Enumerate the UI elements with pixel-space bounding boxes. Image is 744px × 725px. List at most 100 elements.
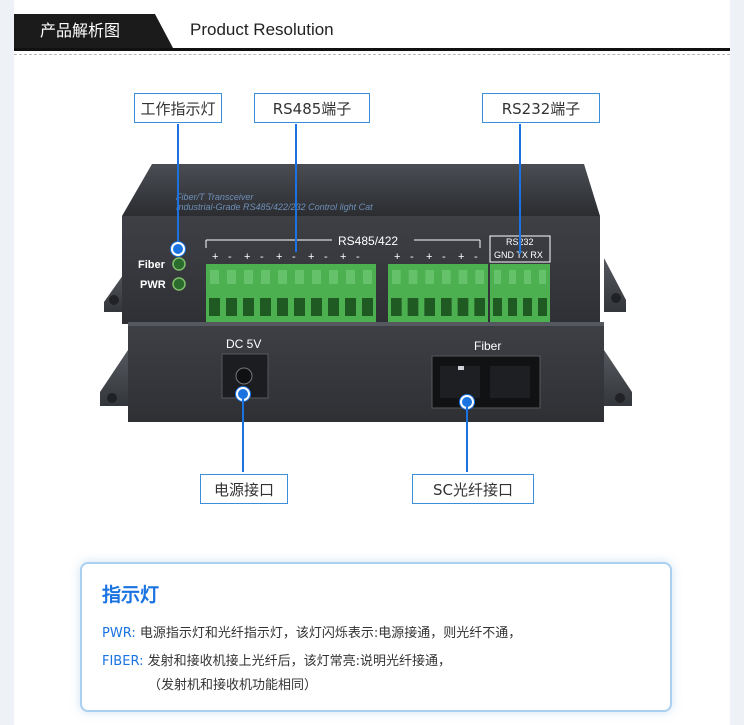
terminal-socket — [424, 298, 435, 316]
terminal-screw — [210, 270, 219, 284]
callout-line-rs232 — [519, 124, 521, 254]
device-illustration: Fiber/T Transceiver Industrial-Grade RS4… — [100, 164, 632, 422]
terminal-socket — [226, 298, 237, 316]
terminal-screw — [244, 270, 253, 284]
callout-work-indicator: 工作指示灯 — [134, 93, 222, 123]
terminal-socket — [391, 298, 402, 316]
polarity-mark: + — [426, 251, 432, 263]
callout-line-fiber — [466, 406, 468, 472]
callout-rs485-port: RS485端子 — [254, 93, 370, 123]
terminal-screw — [475, 270, 484, 284]
polarity-mark: - — [474, 251, 478, 263]
terminal-socket — [345, 298, 356, 316]
info-pwr-line: PWR: 电源指示灯和光纤指示灯，该灯闪烁表示:电源接通，则光纤不通， — [102, 622, 521, 641]
polarity-mark: - — [442, 251, 446, 263]
callout-dot-indicator — [171, 242, 185, 256]
terminal-screw — [363, 270, 372, 284]
terminal-screw — [524, 270, 531, 284]
polarity-mark: - — [260, 251, 264, 263]
callout-line-indicator — [177, 124, 179, 248]
mount-bracket-right-lower — [604, 350, 632, 406]
terminal-socket — [493, 298, 502, 316]
terminal-screw — [494, 270, 501, 284]
polarity-marks: +-+-+-+-+-+-+-+- — [212, 251, 478, 263]
bracket-hole — [109, 295, 119, 305]
polarity-mark: + — [212, 251, 218, 263]
terminal-socket — [294, 298, 305, 316]
led-pwr-label: PWR — [140, 279, 166, 291]
led-fiber — [172, 257, 186, 271]
dc-label: DC 5V — [226, 337, 261, 351]
polarity-mark: - — [228, 251, 232, 263]
info-fiber-key: FIBER: — [102, 654, 144, 669]
header-rule — [14, 48, 730, 51]
callout-line-power — [242, 398, 244, 472]
terminal-socket — [441, 298, 452, 316]
info-note: （发射机和接收机功能相同） — [148, 678, 318, 693]
dc-jack-hole — [235, 367, 253, 385]
terminal-screws — [209, 270, 547, 316]
header-dashed-rule — [14, 54, 730, 55]
polarity-mark: - — [292, 251, 296, 263]
polarity-mark: - — [356, 251, 360, 263]
callout-line-rs485 — [295, 124, 297, 252]
polarity-mark: + — [394, 251, 400, 263]
terminal-socket — [260, 298, 271, 316]
fiber-port-label: Fiber — [474, 339, 501, 353]
terminal-screw — [392, 270, 401, 284]
terminal-block-rs485-b — [388, 264, 488, 322]
terminal-socket — [209, 298, 220, 316]
info-fiber-line: FIBER: 发射和接收机接上光纤后，该灯常亮:说明光纤接通， — [102, 650, 451, 669]
sc-port-slot — [490, 366, 530, 398]
header-title-en: Product Resolution — [190, 20, 334, 39]
terminal-socket — [362, 298, 373, 316]
polarity-mark: + — [458, 251, 464, 263]
lower-unit-edge — [128, 322, 604, 326]
info-fiber-text: 发射和接收机接上光纤后，该灯常亮:说明光纤接通， — [147, 654, 451, 669]
terminal-socket — [538, 298, 547, 316]
terminal-socket — [508, 298, 517, 316]
callout-sc-fiber-port: SC光纤接口 — [412, 474, 534, 504]
terminal-screw — [227, 270, 236, 284]
led-fiber-label: Fiber — [138, 259, 166, 271]
mount-bracket-right — [604, 258, 626, 312]
indicator-info-box: 指示灯 PWR: 电源指示灯和光纤指示灯，该灯闪烁表示:电源接通，则光纤不通， … — [80, 562, 672, 712]
sc-port-slot — [440, 366, 480, 398]
terminal-screw — [509, 270, 516, 284]
model-line-text: Industrial-Grade RS485/422/232 Control l… — [176, 202, 373, 212]
callout-rs232-port: RS232端子 — [482, 93, 600, 123]
upper-unit-top — [122, 164, 600, 216]
bracket-hole — [107, 393, 117, 403]
terminal-screw — [295, 270, 304, 284]
polarity-mark: + — [308, 251, 314, 263]
terminal-screw — [425, 270, 434, 284]
terminal-screw — [329, 270, 338, 284]
polarity-mark: + — [340, 251, 346, 263]
terminal-screw — [539, 270, 546, 284]
terminal-socket — [407, 298, 419, 316]
terminal-socket — [474, 298, 485, 316]
terminal-socket — [277, 298, 288, 316]
bracket-hole — [611, 293, 621, 303]
callout-power-port: 电源接口 — [200, 474, 288, 504]
info-pwr-key: PWR: — [102, 626, 136, 641]
terminal-screw — [346, 270, 355, 284]
polarity-mark: - — [324, 251, 328, 263]
brand-line-text: Fiber/T Transceiver — [176, 192, 254, 202]
terminal-screw — [408, 270, 418, 284]
polarity-mark: + — [244, 251, 250, 263]
led-pwr — [172, 277, 186, 291]
terminal-socket — [311, 298, 322, 316]
terminal-socket — [328, 298, 339, 316]
bracket-hole — [615, 393, 625, 403]
rs232-pins-label: GND TX RX — [494, 250, 543, 260]
header-title-cn: 产品解析图 — [14, 14, 182, 48]
info-pwr-text: 电源指示灯和光纤指示灯，该灯闪烁表示:电源接通，则光纤不通， — [139, 626, 522, 641]
sc-port-key — [458, 366, 464, 370]
info-title: 指示灯 — [102, 584, 160, 606]
terminal-screw — [261, 270, 270, 284]
mount-bracket-left-lower — [100, 350, 128, 406]
page: 产品解析图 Product Resolution Fiber/T Tr — [14, 0, 730, 725]
rs485-label: RS485/422 — [338, 234, 398, 248]
terminal-screw — [442, 270, 451, 284]
